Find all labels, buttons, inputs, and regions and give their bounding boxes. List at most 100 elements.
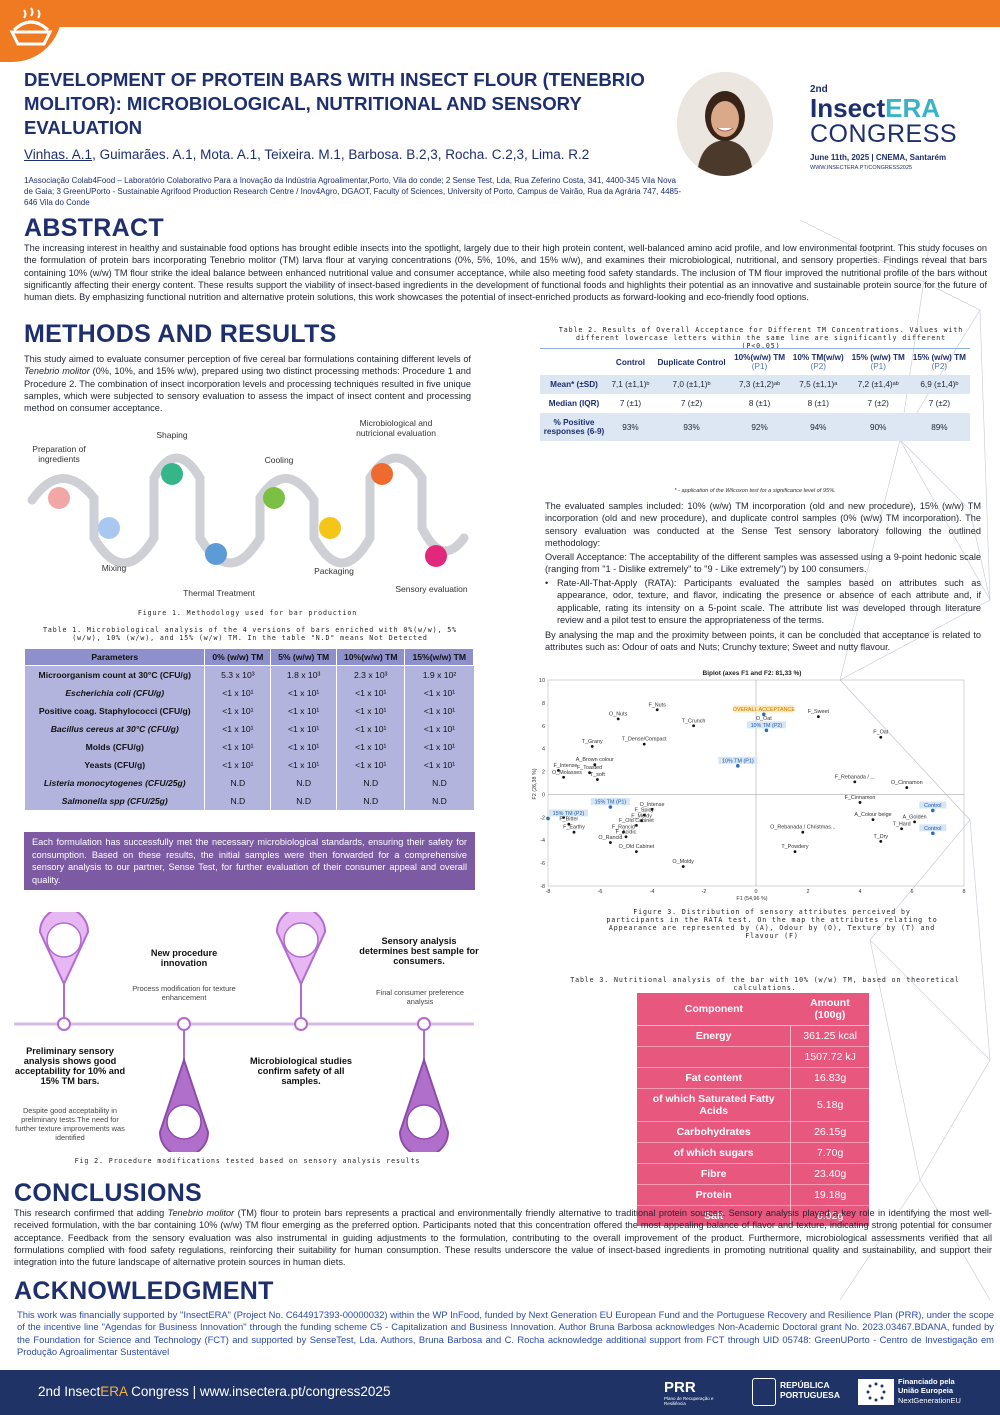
value-cell: 7 (±2): [928, 399, 951, 408]
table-row: Bacillus cereus at 30°C (CFU/g)<1 x 10¹<…: [23, 720, 474, 738]
table3-header: Amount (100g): [790, 993, 869, 1026]
step-preparation: Preparation of ingredients: [32, 444, 86, 464]
attribute-label: F_Rancid: [612, 825, 635, 831]
sensory-bullet: •Rate-All-That-Apply (RATA): Participant…: [545, 578, 981, 625]
value-cell: <1 x 10¹: [270, 756, 337, 774]
parameter-cell: Salmonella spp (CFU/25g): [23, 792, 205, 810]
fig2-step4-note: Final consumer preference analysis: [376, 988, 464, 1006]
y-tick-label: 0: [542, 792, 545, 798]
sample-label: Control: [924, 826, 941, 832]
attribute-label: O_Intense: [640, 802, 665, 808]
table1-header: 15%(w/w) TM: [404, 648, 474, 666]
figure2-procedure-timeline: Preliminary sensory analysis shows good …: [14, 912, 494, 1152]
footer-congress-link[interactable]: 2nd InsectERA Congress | www.insectera.p…: [38, 1384, 391, 1399]
congress-name: InsectERA: [810, 93, 941, 123]
attribute-label: F_Bitter: [559, 817, 578, 823]
attribute-label: T_Grany: [582, 739, 603, 745]
sample-label-bg: [549, 809, 588, 817]
attribute-label: F_Oat: [873, 730, 888, 736]
parameter-cell: Positive coag. Staphylococci (CFU/g): [23, 702, 205, 720]
parameter-cell: Microorganism count at 30°C (CFU/g): [23, 665, 205, 684]
x-tick-label: -6: [598, 889, 603, 895]
value-cell: 8 (±1): [748, 399, 771, 408]
table2-header: 10%(w/w) TM(P1): [730, 348, 789, 375]
attribute-point: [572, 830, 576, 834]
fig2-step2: New procedure innovation: [150, 948, 218, 968]
sensory-paragraph-2: Overall Acceptance: The acceptability of…: [545, 552, 981, 575]
congress-url[interactable]: WWW.INSECTERA.PT/CONGRESS2025: [810, 165, 913, 172]
value-cell: 93%: [652, 413, 731, 441]
attribute-label: O_Molasses: [552, 770, 582, 776]
y-tick-label: 6: [542, 724, 545, 730]
value-cell: <1 x 10¹: [404, 756, 474, 774]
value-cell: 7,1 (±1,1)ᵇ: [608, 375, 653, 394]
sample-label: OVERALL ACCEPTANCE: [733, 707, 796, 713]
value-cell: <1 x 10¹: [204, 702, 271, 720]
congress-word: CONGRESS: [810, 120, 958, 148]
value-cell: <1 x 10¹: [336, 684, 405, 702]
attribute-point: [596, 778, 599, 781]
step-thermal: Thermal Treatment: [183, 588, 255, 598]
fig2-step4: Sensory analysis determines best sample …: [359, 936, 479, 966]
value-cell: 2.3 x 10³: [336, 665, 405, 684]
attribute-label: F_Spicy: [634, 808, 654, 814]
value-cell: <1 x 10¹: [204, 684, 271, 702]
value-cell: N.D: [404, 792, 474, 810]
sample-point: [762, 712, 766, 717]
conclusions-text: This research confirmed that adding Tene…: [14, 1208, 992, 1268]
amount-cell: 5.18g: [790, 1088, 869, 1122]
sample-point: [931, 808, 935, 813]
attribute-label: T_soft: [590, 772, 605, 778]
attribute-point: [692, 724, 695, 728]
table-row: Median (IQR)7 (±1)7 (±2)8 (±1)8 (±1)7 (±…: [540, 394, 970, 413]
attribute-label: A_Golden: [903, 814, 927, 820]
author-list: Vinhas. A.1, Guimarães. A.1, Mota. A.1, …: [24, 147, 674, 162]
amount-cell: 16.83g: [790, 1067, 869, 1089]
attribute-point: [642, 742, 646, 746]
attribute-point: [900, 827, 903, 831]
attribute-point: [616, 717, 620, 721]
sample-label-bg: [919, 824, 947, 832]
attribute-point: [590, 744, 594, 748]
sample-label: 15% TM (P1): [595, 800, 627, 806]
table1-header: 5% (w/w) TM: [270, 648, 338, 666]
table-row: 1507.72 kJ: [637, 1046, 869, 1068]
figure2-caption: Fig 2. Procedure modifications tested ba…: [74, 1157, 421, 1165]
attribute-label: F_Sweet: [808, 709, 830, 715]
biplot-xlabel: F1 (54,96 %): [736, 896, 767, 902]
fig2-step3: Microbiological studies confirm safety o…: [249, 1056, 353, 1086]
value-cell: 90%: [847, 413, 909, 441]
value-cell: <1 x 10¹: [204, 720, 271, 738]
sample-label-bg: [733, 705, 794, 713]
attribute-point: [588, 771, 591, 775]
x-tick-label: 8: [963, 889, 966, 895]
value-cell: 7 (±1): [619, 399, 642, 408]
table1-caption: Table 1. Microbiological analysis of the…: [43, 626, 457, 642]
attribute-label: T_Dry: [873, 834, 888, 840]
value-cell: <1 x 10¹: [270, 684, 337, 702]
x-tick-label: 0: [755, 889, 758, 895]
attribute-label: O_Rebanada / Christmas...: [770, 825, 835, 831]
attribute-point: [562, 815, 565, 819]
y-tick-label: 8: [542, 701, 545, 707]
attribute-label: F_Earthy: [563, 825, 585, 831]
step-cooling: Cooling: [264, 455, 294, 465]
y-tick-label: -6: [540, 861, 545, 867]
conclusions-heading: CONCLUSIONS: [14, 1179, 203, 1207]
step-packaging: Packaging: [314, 566, 354, 576]
parameter-cell: Yeasts (CFU/g): [23, 756, 205, 774]
sample-label: 15% TM (P2): [553, 811, 585, 817]
table2-header: 15% (w/w) TM(P2): [908, 348, 970, 375]
poster-title: DEVELOPMENT OF PROTEIN BARS WITH INSECT …: [24, 69, 645, 139]
amount-cell: 23.40g: [790, 1163, 869, 1185]
value-cell: N.D: [336, 774, 405, 792]
table1-header: 10%(w/w) TM: [336, 648, 406, 666]
attribute-label: O_Nuts: [609, 711, 628, 717]
row-label: % Positive responses (6-9): [540, 413, 608, 441]
value-cell: 7,3 (±1,2)ᵃᵇ: [730, 375, 789, 394]
